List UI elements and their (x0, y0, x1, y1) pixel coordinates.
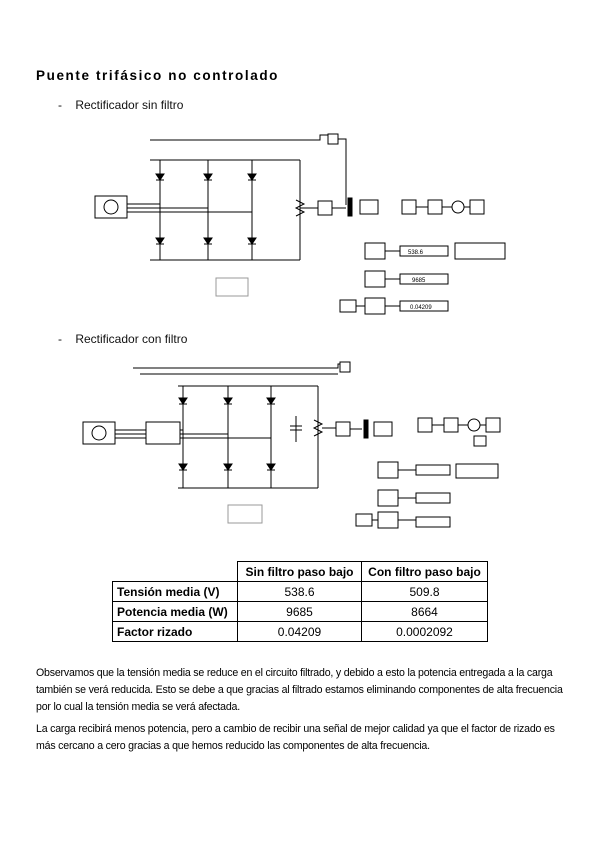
table-row: Tensión media (V) 538.6 509.8 (112, 581, 488, 602)
display-value-2: 9685 (412, 278, 426, 284)
table-header-row: Sin filtro paso bajo Con filtro paso baj… (112, 561, 488, 582)
table-cell-label: Tensión media (V) (112, 581, 238, 602)
table-header-cell (112, 561, 238, 582)
page-title: Puente trifásico no controlado (36, 68, 280, 83)
section-rectificador-con-filtro: - Rectificador con filtro (58, 332, 187, 346)
simulink-diagram-con-filtro (82, 361, 501, 529)
results-table: Sin filtro paso bajo Con filtro paso baj… (112, 561, 488, 642)
section-label: Rectificador sin filtro (75, 98, 184, 112)
section-label: Rectificador con filtro (75, 332, 188, 346)
display-value-1: 538.6 (408, 250, 424, 256)
section-rectificador-sin-filtro: - Rectificador sin filtro (58, 98, 183, 112)
table-row: Factor rizado 0.04209 0.0002092 (112, 621, 488, 642)
table-header-cell: Sin filtro paso bajo (237, 561, 362, 582)
paragraph-conclusion: La carga recibirá menos potencia, pero a… (36, 723, 555, 752)
table-cell: 8664 (361, 601, 488, 622)
display-value-3: 0.04209 (410, 305, 432, 311)
bullet-dash: - (58, 332, 62, 346)
paragraph-observations: Observamos que la tensión media se reduc… (36, 667, 563, 713)
bullet-dash: - (58, 98, 62, 112)
table-cell: 9685 (237, 601, 362, 622)
table-cell: 0.04209 (237, 621, 362, 642)
table-cell: 538.6 (237, 581, 362, 602)
table-cell-label: Potencia media (W) (112, 601, 238, 622)
table-row: Potencia media (W) 9685 8664 (112, 601, 488, 622)
table-cell: 509.8 (361, 581, 488, 602)
simulink-diagram-sin-filtro: 538.6 9685 0.04209 (94, 133, 506, 315)
table-cell: 0.0002092 (361, 621, 488, 642)
table-cell-label: Factor rizado (112, 621, 238, 642)
table-header-cell: Con filtro paso bajo (361, 561, 488, 582)
